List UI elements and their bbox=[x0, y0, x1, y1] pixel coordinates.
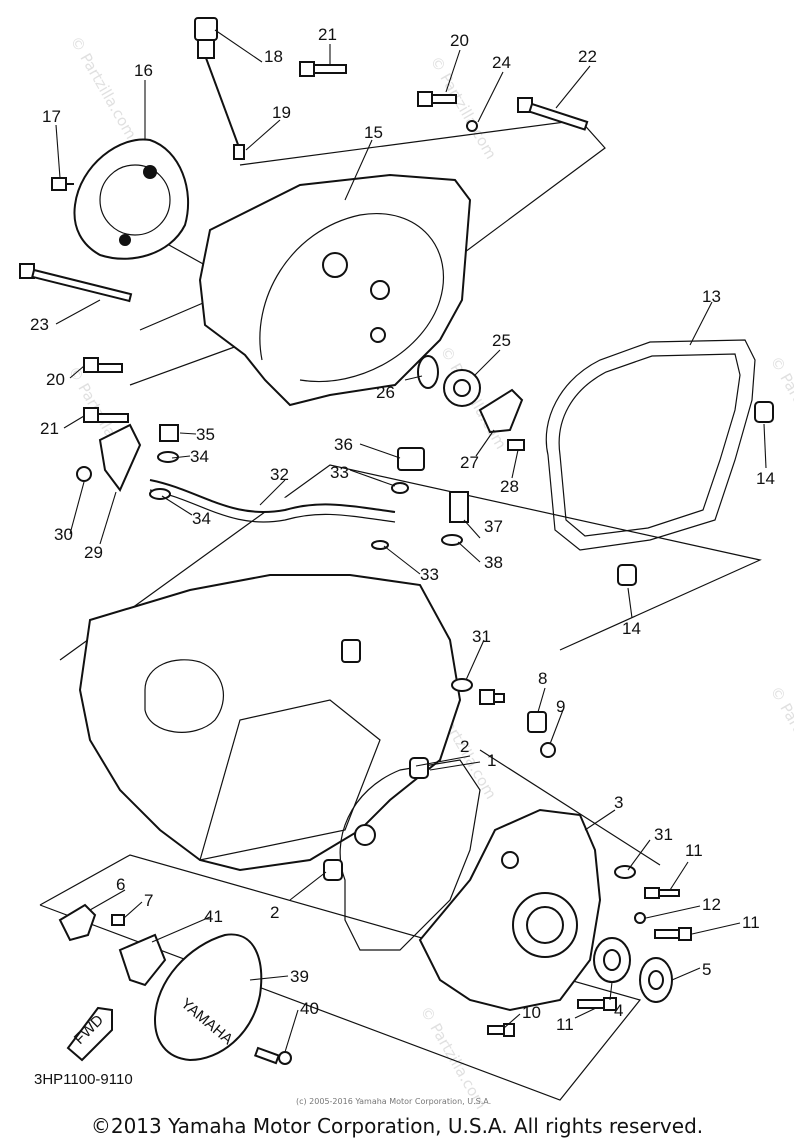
callout-label: 1 bbox=[487, 751, 496, 770]
callout-label: 32 bbox=[270, 465, 289, 484]
watermark: © Partzilla.com bbox=[67, 33, 140, 142]
callout-label: 7 bbox=[144, 891, 153, 910]
callout-label: 30 bbox=[54, 525, 73, 544]
callout-label: 20 bbox=[46, 370, 65, 389]
callout-label: 8 bbox=[538, 669, 547, 688]
callout-label: 10 bbox=[522, 1003, 541, 1022]
callout-label: 11 bbox=[685, 841, 703, 860]
callout-label: 34 bbox=[190, 447, 209, 466]
callout-label: 36 bbox=[334, 435, 353, 454]
callout-label: 20 bbox=[450, 31, 469, 50]
left-cover-parts: YAMAHA FWD bbox=[58, 903, 292, 1065]
callout-label: 25 bbox=[492, 331, 511, 350]
callout-label: 28 bbox=[500, 477, 519, 496]
callout-label: 35 bbox=[196, 425, 215, 444]
callout-label: 19 bbox=[272, 103, 291, 122]
callout-label: 12 bbox=[702, 895, 721, 914]
callout-label: 2 bbox=[270, 903, 279, 922]
callout-label: 41 bbox=[204, 907, 223, 926]
watermark: © Partzilla.com bbox=[767, 683, 794, 792]
callout-label: 17 bbox=[42, 107, 61, 126]
callout-label: 11 bbox=[742, 913, 760, 932]
callout-label: 14 bbox=[622, 619, 641, 638]
callout-label: 29 bbox=[84, 543, 103, 562]
small-parts-upper bbox=[417, 355, 774, 586]
cover-plate bbox=[73, 138, 190, 260]
callout-label: 22 bbox=[578, 47, 597, 66]
small-parts-lower bbox=[323, 678, 692, 1037]
copyright-notice: ©2013 Yamaha Motor Corporation, U.S.A. A… bbox=[90, 1114, 704, 1138]
callout-label: 13 bbox=[702, 287, 721, 306]
callout-label: 2 bbox=[460, 737, 469, 756]
callout-label: 31 bbox=[472, 627, 491, 646]
crankcase-cover-right bbox=[198, 173, 472, 407]
callout-label: 23 bbox=[30, 315, 49, 334]
callout-label: 24 bbox=[492, 53, 511, 72]
callout-label: 21 bbox=[318, 25, 337, 44]
callout-label: 5 bbox=[702, 960, 711, 979]
watermark: © Partzilla.com bbox=[417, 1003, 490, 1112]
callout-label: 34 bbox=[192, 509, 211, 528]
bolts-upper bbox=[19, 61, 589, 423]
crankcase-gasket bbox=[339, 759, 481, 951]
cover-gasket bbox=[545, 339, 756, 551]
diagram-code: 3HP1100-9110 bbox=[34, 1071, 133, 1088]
callout-label: 21 bbox=[40, 419, 59, 438]
assembly-guide-lines bbox=[39, 119, 762, 1101]
callout-label: 9 bbox=[556, 697, 565, 716]
callout-label: 37 bbox=[484, 517, 503, 536]
oil-pipe bbox=[76, 423, 469, 550]
callout-label: 16 bbox=[134, 61, 153, 80]
watermark: © Partzilla.com bbox=[427, 53, 500, 162]
callout-label: 18 bbox=[264, 47, 283, 66]
callout-label: 38 bbox=[484, 553, 503, 572]
callout-label: 27 bbox=[460, 453, 479, 472]
callout-label: 6 bbox=[116, 875, 125, 894]
callout-label: 33 bbox=[330, 463, 349, 482]
crankcase-left bbox=[78, 574, 462, 872]
callout-label: 3 bbox=[614, 793, 623, 812]
crankcase-cover bbox=[418, 808, 602, 1012]
callout-label: 15 bbox=[364, 123, 383, 142]
callout-label: 31 bbox=[654, 825, 673, 844]
callout-leaders bbox=[55, 29, 767, 1053]
tiny-copyright-notice: (c) 2005-2016 Yamaha Motor Corporation, … bbox=[296, 1097, 491, 1106]
callout-numbers: 1 2 2 3 4 5 6 7 8 9 10 11 11 11 12 13 14… bbox=[30, 25, 775, 1034]
callout-label: 11 bbox=[556, 1015, 574, 1034]
callout-label: 4 bbox=[614, 1001, 623, 1020]
callout-label: 14 bbox=[756, 469, 775, 488]
oil-dipstick bbox=[194, 17, 245, 160]
callout-label: 40 bbox=[300, 999, 319, 1018]
callout-label: 26 bbox=[376, 383, 395, 402]
callout-label: 39 bbox=[290, 967, 309, 986]
callout-label: 33 bbox=[420, 565, 439, 584]
